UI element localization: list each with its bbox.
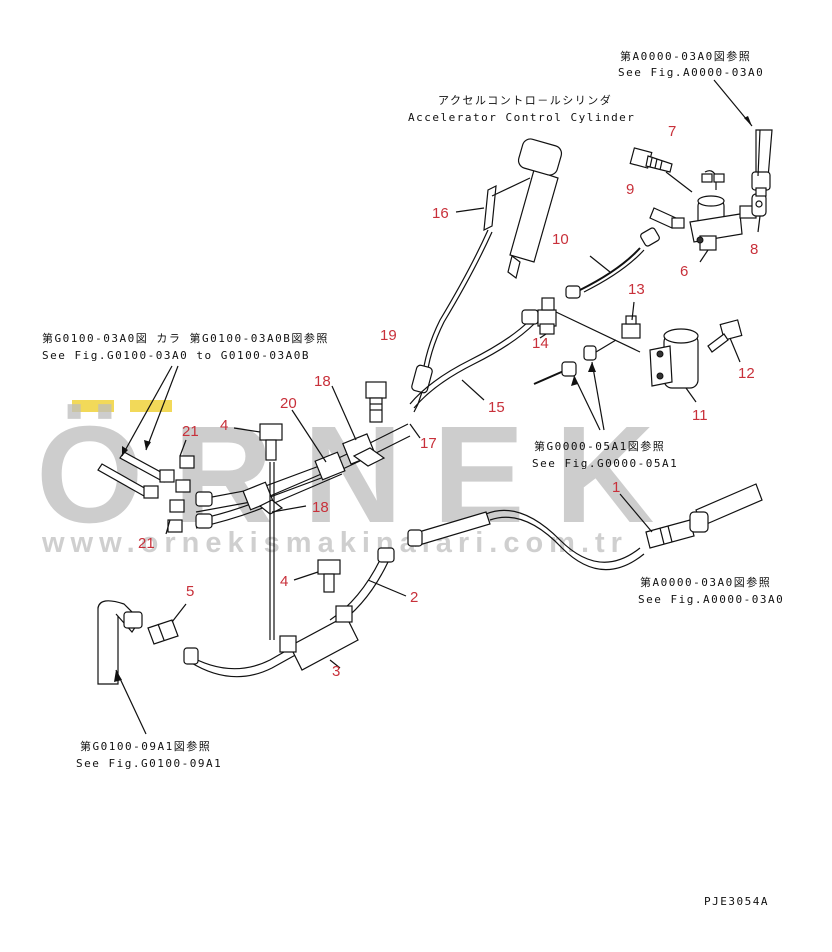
part-13-fitting bbox=[621, 315, 641, 339]
part-11-accumulator bbox=[649, 328, 699, 389]
part-7-bolt bbox=[629, 147, 673, 173]
part-6-valve bbox=[689, 170, 743, 251]
callout-21-lower: 21 bbox=[138, 535, 155, 552]
leader-11 bbox=[685, 387, 697, 403]
callout-7: 7 bbox=[668, 123, 676, 140]
callout-4-lower: 4 bbox=[280, 573, 288, 590]
callout-13: 13 bbox=[628, 281, 645, 298]
part-2-tube bbox=[183, 547, 395, 678]
part-10-tube bbox=[565, 227, 660, 299]
part-12-bolt bbox=[707, 319, 743, 353]
leader-4b bbox=[293, 571, 319, 581]
part-5-fitting bbox=[147, 619, 179, 645]
part-14-tee bbox=[537, 297, 557, 335]
ref-mid-en: See Fig.G0000-05A1 bbox=[532, 457, 678, 470]
tube-g0000 bbox=[533, 339, 617, 385]
leader-3 bbox=[329, 659, 341, 669]
callout-16: 16 bbox=[432, 205, 449, 222]
leader-g0000-b bbox=[591, 361, 605, 431]
drawing-code: PJE3054A bbox=[704, 895, 769, 908]
leader-bottom-ref bbox=[115, 669, 147, 735]
ref-bottom-jp: 第G0100-09A1図参照 bbox=[80, 739, 211, 753]
ref-left-jp: 第G0100-03A0図 カラ 第G0100-03A0B図参照 bbox=[42, 331, 329, 345]
callout-12: 12 bbox=[738, 365, 755, 382]
leader-18a bbox=[331, 385, 357, 441]
leader-8 bbox=[757, 215, 761, 233]
ref-cylinder-jp: アクセルコントロ－ルシリンダ bbox=[438, 93, 612, 107]
callout-5: 5 bbox=[186, 583, 194, 600]
watermark-url: www.ornekismakinalari.com.tr bbox=[41, 527, 628, 559]
ref-top-right-jp: 第A0000-03A0図参照 bbox=[620, 49, 751, 63]
ref-left-en: See Fig.G0100-03A0 to G0100-03A0B bbox=[42, 349, 310, 362]
leader-18b bbox=[271, 505, 307, 513]
leader-4a bbox=[233, 427, 261, 433]
leader-15 bbox=[461, 379, 485, 401]
part-20-clamp-tube bbox=[195, 423, 411, 529]
top-right-hose bbox=[751, 129, 773, 197]
leader-7 bbox=[665, 171, 693, 193]
callout-14: 14 bbox=[532, 335, 549, 352]
part-1-hose bbox=[407, 483, 763, 571]
ref-bottom-en: See Fig.G0100-09A1 bbox=[76, 757, 222, 770]
callout-4-upper: 4 bbox=[220, 417, 228, 434]
leader-12 bbox=[729, 337, 741, 363]
ref-right-jp: 第A0000-03A0図参照 bbox=[640, 575, 771, 589]
watermark: ÖRNEK www.ornekismakinalari.com.tr bbox=[36, 398, 684, 559]
leader-g0000-a bbox=[573, 375, 601, 431]
ref-cylinder-en: Accelerator Control Cylinder bbox=[408, 111, 635, 124]
leader-left-ref-b bbox=[145, 365, 179, 451]
part-3-clamp bbox=[279, 605, 359, 671]
callout-21-upper: 21 bbox=[182, 423, 199, 440]
ref-right-en: See Fig.A0000-03A0 bbox=[638, 593, 784, 606]
leader-5 bbox=[171, 603, 187, 623]
callout-17: 17 bbox=[420, 435, 437, 452]
part-21-fittings bbox=[167, 455, 195, 533]
callout-11: 11 bbox=[692, 407, 708, 424]
leader-1 bbox=[619, 493, 653, 533]
leader-6 bbox=[699, 249, 709, 263]
callout-3: 3 bbox=[332, 663, 340, 680]
left-hoses bbox=[97, 451, 175, 499]
callout-18-upper: 18 bbox=[314, 373, 331, 390]
leader-left-ref-a bbox=[121, 365, 173, 457]
callout-2: 2 bbox=[410, 589, 418, 606]
part-8-elbow bbox=[739, 193, 767, 219]
leader-13 bbox=[631, 301, 635, 321]
watermark-dot-left bbox=[72, 400, 114, 412]
callout-10: 10 bbox=[552, 231, 569, 248]
leader-21a bbox=[179, 439, 187, 457]
leader-21b bbox=[165, 519, 171, 535]
ref-top-right-en: See Fig.A0000-03A0 bbox=[618, 66, 764, 79]
callout-15: 15 bbox=[488, 399, 505, 416]
ref-mid-jp: 第G0000-05A1図参照 bbox=[534, 439, 665, 453]
leader-10 bbox=[589, 255, 611, 273]
leader-20 bbox=[291, 409, 327, 463]
leader-2 bbox=[367, 579, 407, 597]
watermark-brand: ÖRNEK bbox=[36, 398, 684, 552]
part-9-connector bbox=[649, 207, 685, 229]
part-16-cylinder bbox=[483, 138, 563, 280]
callout-19: 19 bbox=[380, 327, 397, 344]
callout-20: 20 bbox=[280, 395, 297, 412]
callout-9: 9 bbox=[626, 181, 634, 198]
callout-1: 1 bbox=[612, 479, 620, 496]
callout-8: 8 bbox=[750, 241, 758, 258]
leader-16 bbox=[455, 207, 485, 213]
part-15-tube bbox=[409, 229, 539, 413]
leader-14 bbox=[539, 333, 547, 339]
callout-18-lower: 18 bbox=[312, 499, 329, 516]
part-19-bolt bbox=[365, 381, 387, 423]
leader-17 bbox=[409, 423, 421, 439]
bottom-left-hose bbox=[97, 600, 143, 685]
part-4-bolt-lower bbox=[317, 559, 341, 593]
callout-6: 6 bbox=[680, 263, 688, 280]
